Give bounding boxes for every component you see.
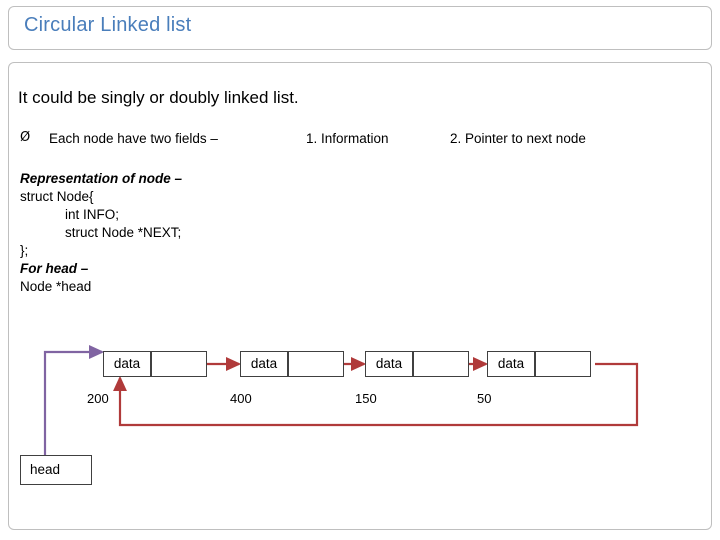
list-item: data bbox=[103, 351, 151, 377]
node-address: 400 bbox=[230, 391, 252, 406]
intro-text: It could be singly or doubly linked list… bbox=[18, 88, 299, 107]
bullet-text: Each node have two fields – bbox=[49, 131, 218, 146]
bullet-glyph-icon: Ø bbox=[20, 130, 31, 145]
code-line-1: struct Node{ bbox=[20, 189, 94, 204]
node-pointer-cell bbox=[151, 351, 207, 377]
list-item: data bbox=[365, 351, 413, 377]
node-pointer-cell bbox=[413, 351, 469, 377]
node-address: 200 bbox=[87, 391, 109, 406]
head-box bbox=[20, 455, 92, 485]
code-line-5: For head – bbox=[20, 261, 89, 276]
title-box bbox=[8, 6, 712, 50]
code-block: Representation of node – struct Node{ in… bbox=[20, 170, 440, 296]
code-line-4: }; bbox=[20, 243, 29, 258]
code-line-6: Node *head bbox=[20, 279, 92, 294]
field-pointer: 2. Pointer to next node bbox=[450, 131, 586, 146]
node-address: 150 bbox=[355, 391, 377, 406]
field-information: 1. Information bbox=[306, 131, 389, 146]
list-item: data bbox=[487, 351, 535, 377]
code-line-2: int INFO; bbox=[20, 207, 120, 222]
node-pointer-cell bbox=[535, 351, 591, 377]
content-box bbox=[8, 62, 712, 530]
list-item: data bbox=[240, 351, 288, 377]
code-line-0: Representation of node – bbox=[20, 171, 183, 186]
code-line-3: struct Node *NEXT; bbox=[20, 225, 182, 240]
node-pointer-cell bbox=[288, 351, 344, 377]
node-address: 50 bbox=[477, 391, 492, 406]
bullet-row: Ø Each node have two fields – 1. Informa… bbox=[20, 130, 680, 150]
page-title: Circular Linked list bbox=[24, 14, 192, 36]
head-label: head bbox=[30, 462, 61, 477]
